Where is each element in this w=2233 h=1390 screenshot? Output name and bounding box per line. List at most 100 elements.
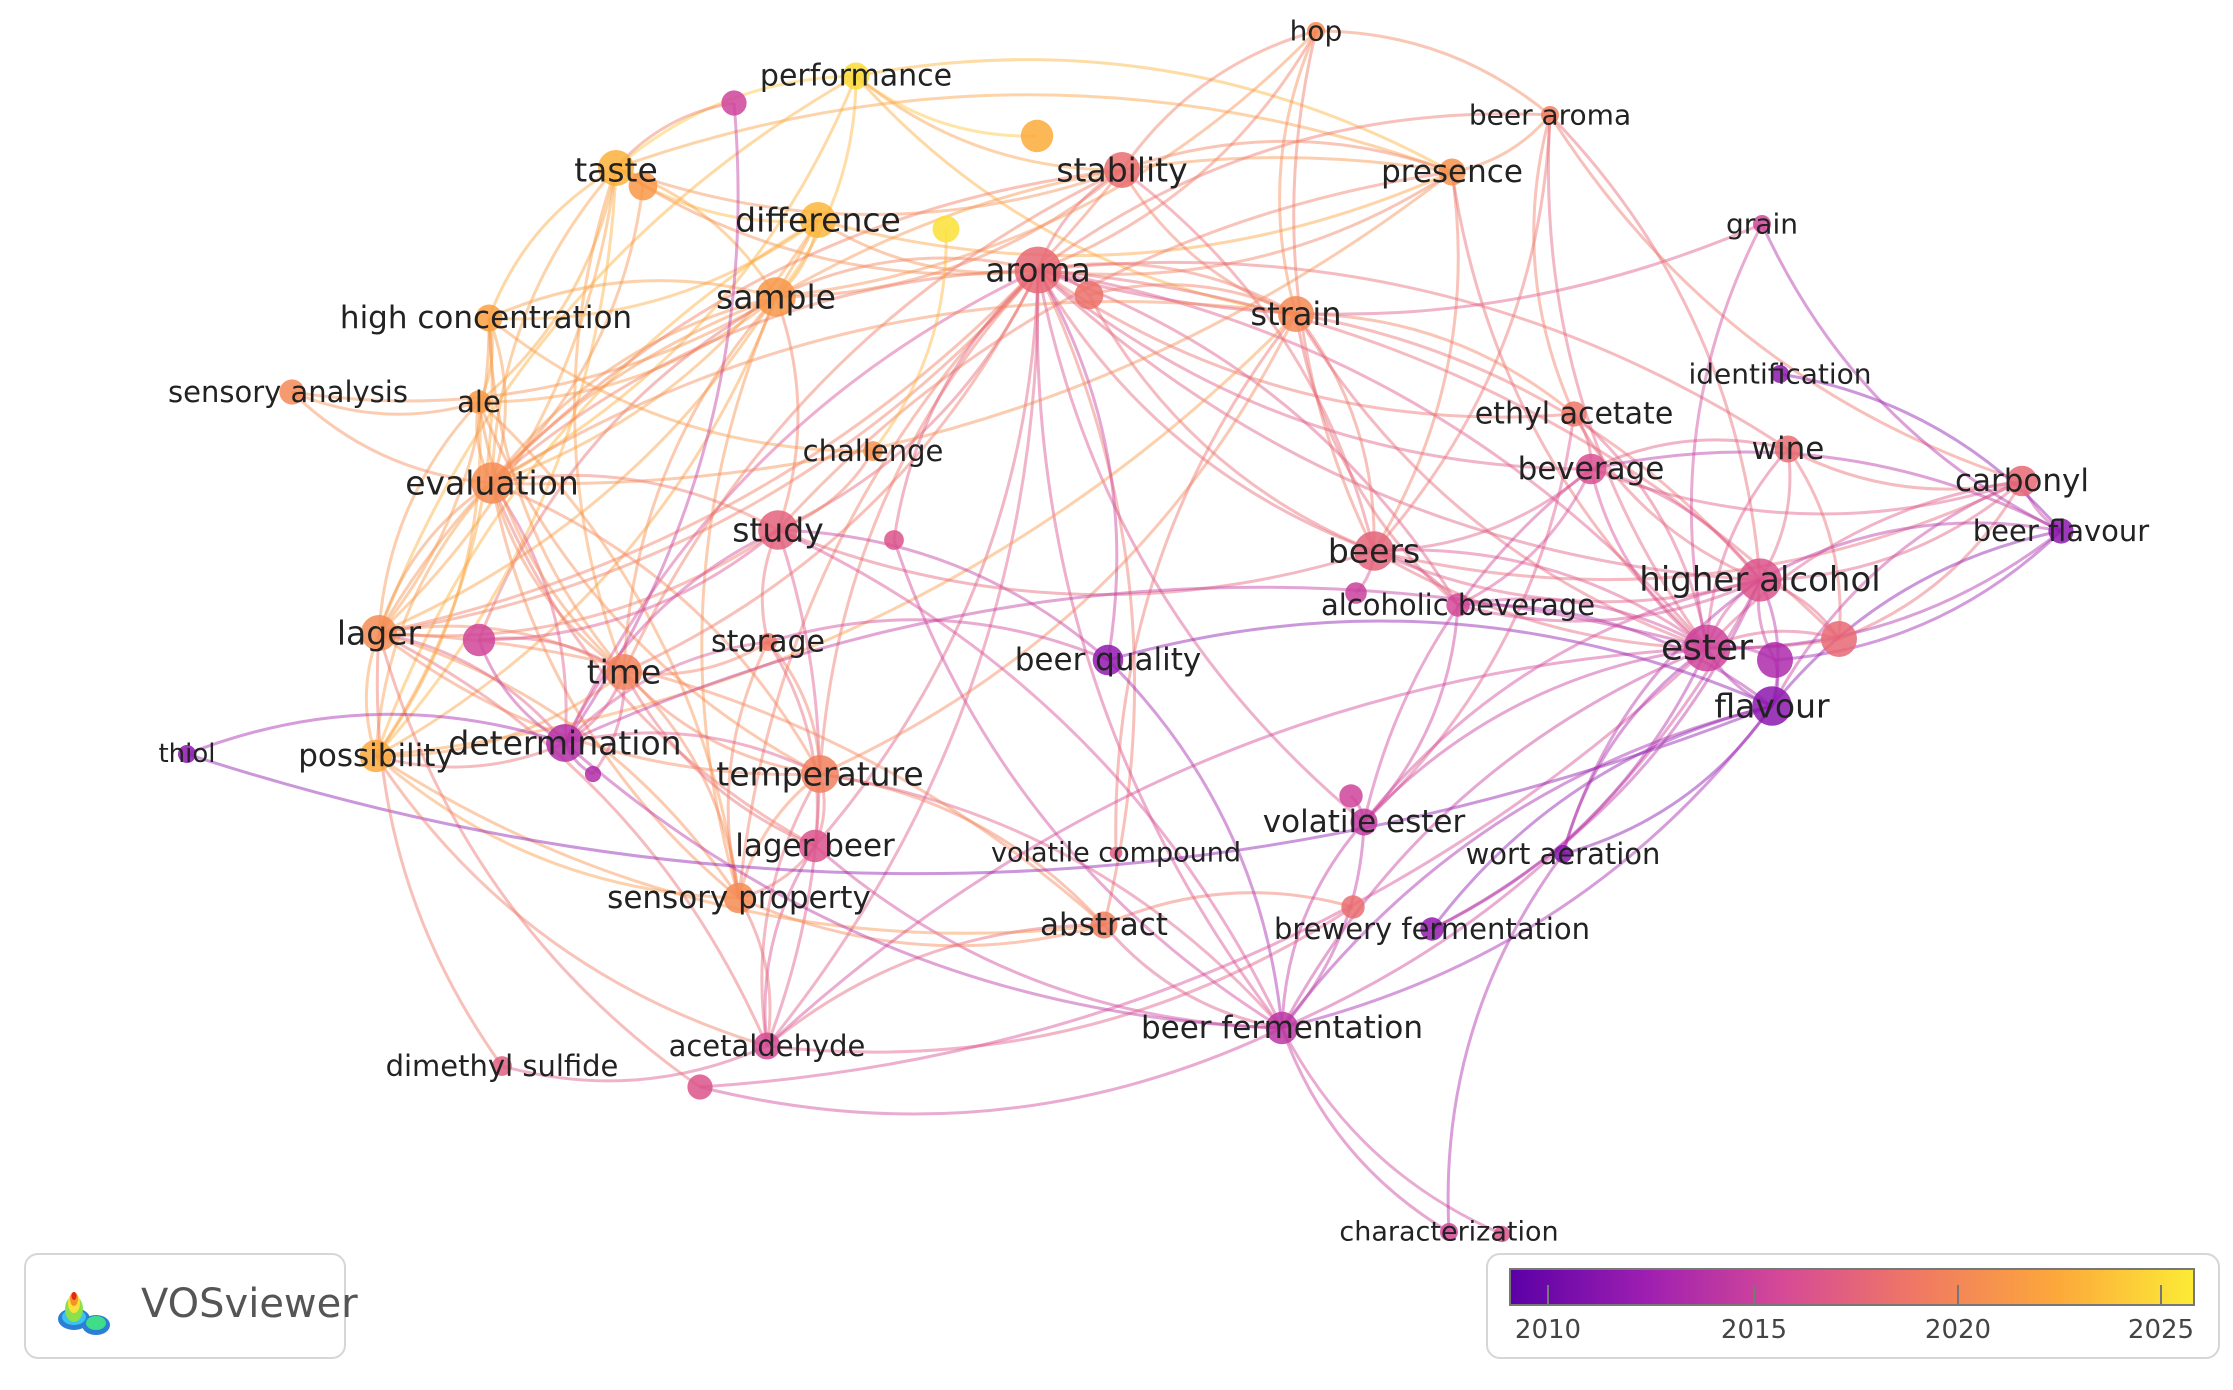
node-stability[interactable] [1104,152,1140,188]
label-performance[interactable]: performance [760,59,952,94]
node-u-diff-right[interactable] [932,215,960,243]
node-wort-aeration[interactable] [1554,845,1572,863]
node-beer-quality[interactable] [1092,644,1124,676]
label-sensory-property[interactable]: sensory property [607,880,871,916]
label-volatile-compound[interactable]: volatile compound [991,838,1241,869]
node-u-lager-right[interactable] [462,623,496,657]
node-difference[interactable] [800,202,836,238]
label-beers[interactable]: beers [1328,532,1420,571]
node-acetaldehyde[interactable] [753,1032,781,1060]
node-lager[interactable] [361,615,397,651]
label-aroma[interactable]: aroma [985,251,1091,290]
label-dimethyl-sulfide[interactable]: dimethyl sulfide [386,1049,619,1083]
label-possibility[interactable]: possibility [298,738,454,774]
node-grain[interactable] [1753,215,1771,233]
node-u-det-small[interactable] [584,765,602,783]
label-ethyl-acetate[interactable]: ethyl acetate [1475,397,1674,432]
node-carbonyl[interactable] [2006,465,2038,497]
node-beer-aroma[interactable] [1541,106,1559,124]
label-carbonyl[interactable]: carbonyl [1955,463,2089,499]
label-acetaldehyde[interactable]: acetaldehyde [669,1029,866,1063]
label-brewery-fermentation[interactable]: brewery fermentation [1274,912,1590,946]
node-dimethyl-sulfide[interactable] [492,1056,512,1076]
label-ester[interactable]: ester [1661,628,1753,669]
label-lager[interactable]: lager [337,614,422,653]
node-sample[interactable] [756,277,796,317]
node-u-aroma2[interactable] [1074,280,1104,310]
node-u-study-right[interactable] [884,530,904,550]
node-lager-beer[interactable] [798,829,832,863]
node-u-perf-right[interactable] [1020,119,1054,153]
node-brewery-fermentation[interactable] [1420,917,1444,941]
node-high-concentration[interactable] [475,304,503,332]
node-abstract[interactable] [1090,911,1118,939]
label-identification[interactable]: identification [1688,358,1871,391]
label-hop[interactable]: hop [1290,15,1343,48]
label-taste[interactable]: taste [574,151,658,190]
node-performance[interactable] [842,62,870,90]
label-strain[interactable]: strain [1250,295,1341,333]
node-ethyl-acetate[interactable] [1561,401,1587,427]
node-wine[interactable] [1774,435,1802,463]
label-temperature[interactable]: temperature [716,755,923,794]
label-storage[interactable]: storage [711,625,825,660]
node-presence[interactable] [1438,158,1466,186]
label-beverage[interactable]: beverage [1518,451,1665,487]
label-alcoholic-beverage[interactable]: alcoholic beverage [1321,588,1595,622]
node-volatile-ester[interactable] [1350,808,1378,836]
node-u-perf-left[interactable] [721,90,747,116]
node-challenge[interactable] [863,441,883,461]
label-thiol[interactable]: thiol [158,739,215,769]
label-volatile-ester[interactable]: volatile ester [1263,804,1466,840]
label-lager-beer[interactable]: lager beer [735,828,895,864]
label-abstract[interactable]: abstract [1040,907,1168,943]
label-wort-aeration[interactable]: wort aeration [1466,837,1661,871]
label-high-concentration[interactable]: high concentration [340,300,632,336]
node-u-brewery-left[interactable] [1341,895,1365,919]
node-aroma[interactable] [1014,246,1062,294]
label-ale[interactable]: ale [457,385,501,419]
node-ester[interactable] [1683,624,1731,672]
node-u-ester-right[interactable] [1757,642,1793,678]
node-temperature[interactable] [801,755,839,793]
node-beer-flavour[interactable] [2048,518,2074,544]
label-sample[interactable]: sample [716,278,836,317]
node-sensory-property[interactable] [723,882,755,914]
label-beer-aroma[interactable]: beer aroma [1469,99,1631,132]
node-beers[interactable] [1354,531,1394,571]
label-characterization[interactable]: characterization [1339,1217,1558,1248]
node-time[interactable] [606,654,642,690]
label-time[interactable]: time [587,653,662,692]
label-difference[interactable]: difference [735,201,901,240]
label-sensory-analysis[interactable]: sensory analysis [168,375,408,409]
node-u-acet-below[interactable] [687,1074,713,1100]
node-volatile-compound[interactable] [1109,846,1123,860]
label-wine[interactable]: wine [1752,431,1825,467]
node-hop[interactable] [1307,22,1325,40]
label-beer-flavour[interactable]: beer flavour [1973,514,2150,548]
node-u-characterization-right[interactable] [1493,1225,1511,1243]
label-study[interactable]: study [732,511,824,550]
label-stability[interactable]: stability [1056,151,1187,190]
node-thiol[interactable] [178,745,196,763]
node-beverage[interactable] [1575,453,1607,485]
label-presence[interactable]: presence [1381,154,1523,190]
node-characterization[interactable] [1440,1223,1458,1241]
node-ale[interactable] [467,390,491,414]
node-flavour[interactable] [1752,686,1792,726]
node-storage[interactable] [759,633,777,651]
node-u-higher-right[interactable] [1821,621,1857,657]
label-grain[interactable]: grain [1726,208,1798,241]
node-beer-fermentation[interactable] [1265,1011,1299,1045]
node-determination[interactable] [546,724,584,762]
node-u-taste2[interactable] [628,171,658,201]
label-evaluation[interactable]: evaluation [405,464,579,503]
node-study[interactable] [758,510,798,550]
label-determination[interactable]: determination [448,724,681,763]
node-strain[interactable] [1278,296,1314,332]
label-beer-fermentation[interactable]: beer fermentation [1141,1010,1423,1046]
node-evaluation[interactable] [471,462,513,504]
node-possibility[interactable] [359,739,393,773]
node-identification[interactable] [1771,365,1789,383]
